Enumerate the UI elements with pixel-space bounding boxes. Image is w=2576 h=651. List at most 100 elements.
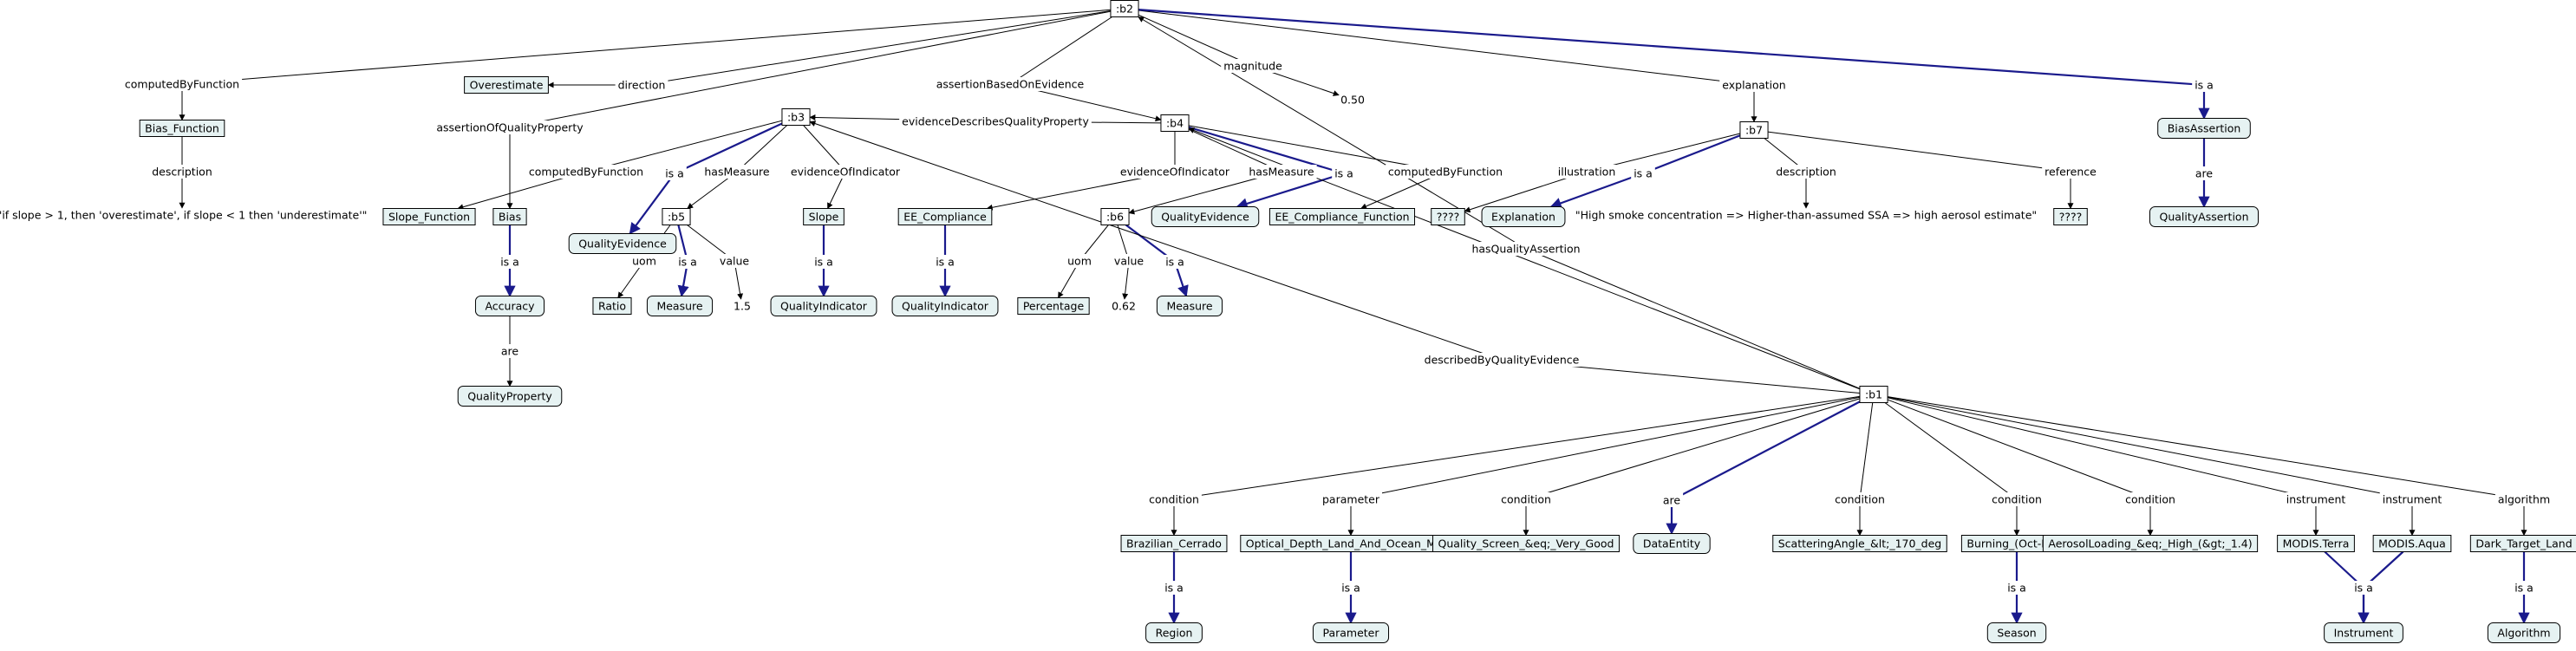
- node-percentage: Percentage: [1017, 297, 1090, 315]
- node-qualityindicator2: QualityIndicator: [891, 296, 999, 316]
- node-region: Region: [1145, 622, 1203, 643]
- edge-label-computedbyfunction: computedByFunction: [121, 77, 243, 91]
- edge-label-background: [701, 165, 773, 179]
- edge-label-text: assertionOfQualityProperty: [436, 121, 584, 134]
- edge-label-evidencedescribesqualityproperty: evidenceDescribesQualityProperty: [899, 114, 1092, 128]
- edge-label-text: condition: [2125, 493, 2175, 506]
- edge-label-direction: direction: [615, 78, 668, 92]
- node-bias-function: Bias_Function: [139, 120, 225, 137]
- edge-label-text: condition: [1992, 493, 2042, 506]
- node-brazilian-cerrado: Brazilian_Cerrado: [1120, 535, 1228, 552]
- node-label: :b3: [787, 111, 805, 124]
- edge-segment-tail: [1173, 395, 1861, 500]
- node-modis-aqua: MODIS.Aqua: [2372, 535, 2452, 552]
- edge-label-background: [2042, 165, 2099, 179]
- node-box: [1145, 622, 1203, 643]
- edge-b2-to-biasassertion: [1138, 9, 2210, 120]
- edge-label-instrument: instrument: [2283, 492, 2349, 506]
- edge-label-value: value: [1111, 254, 1147, 268]
- node-label: :b1: [1865, 388, 1882, 401]
- node-box: [382, 208, 476, 225]
- edge-label-background: [2123, 492, 2178, 506]
- edge-label-background: [1162, 581, 1186, 595]
- edge-label-text: magnitude: [1223, 60, 1282, 73]
- edge-label-assertionofqualityproperty: assertionOfQualityProperty: [434, 120, 586, 134]
- node-label: Optical_Depth_Land_And_Ocean_Mean: [1246, 537, 1456, 550]
- node-label: Slope: [809, 211, 839, 224]
- node-label: Quality_Screen_&eq;_Very_Good: [1438, 537, 1614, 550]
- edge-label-background: [1469, 242, 1583, 256]
- edge-label-is-a: is a: [2005, 581, 2029, 595]
- edge-label-background: [149, 165, 215, 179]
- edge-label-text: description: [1776, 166, 1836, 179]
- node-algorithm: Algorithm: [2487, 622, 2561, 643]
- edge-label-text: hasMeasure: [704, 166, 770, 179]
- node-label: QualityProperty: [467, 390, 552, 403]
- edge-label-text: is a: [678, 256, 697, 269]
- node-measure2: Measure: [1156, 296, 1223, 316]
- edge-label-background: [498, 255, 522, 269]
- edge-b1-to-dataentity: [1666, 400, 1861, 535]
- node-label: Season: [1997, 627, 2036, 640]
- node-label: Dark_Target_Land: [2475, 537, 2572, 550]
- edge-b1-to-quality-screen: [1523, 398, 1861, 537]
- node-box: [1268, 208, 1416, 225]
- node-slope-function: Slope_Function: [382, 208, 476, 225]
- node-scattering-angle: ScatteringAngle_&lt;_170_deg: [1772, 535, 1947, 552]
- edge-label-text: explanation: [1722, 79, 1785, 92]
- node-box: [662, 208, 691, 225]
- node-q2: ????: [2053, 208, 2088, 225]
- edge-segment-tail: [1138, 10, 1755, 86]
- edge-label-text: describedByQualityEvidence: [1425, 354, 1580, 367]
- node-ratio: Ratio: [592, 297, 632, 315]
- node-box: [803, 208, 845, 225]
- edge-label-evidenceofindicator: evidenceOfIndicator: [787, 165, 903, 179]
- node-label: Brazilian_Cerrado: [1126, 537, 1222, 550]
- edge-label-background: [498, 344, 522, 358]
- edge-label-background: [1498, 492, 1554, 506]
- edge-segment-tail: [1887, 396, 2525, 500]
- node-box: [770, 296, 877, 316]
- edge-label-background: [2494, 492, 2553, 506]
- edge-label-text: instrument: [2286, 493, 2346, 506]
- edge-label-instrument: instrument: [2379, 492, 2445, 506]
- node-box: [1151, 206, 1260, 227]
- edge-label-text: instrument: [2383, 493, 2442, 506]
- node-qualityproperty: QualityProperty: [457, 386, 563, 407]
- edge-b2-to-v050: [1138, 14, 1340, 96]
- node-label: BiasAssertion: [2168, 122, 2241, 135]
- node-box: [1110, 0, 1139, 17]
- node-explanation-cls: Explanation: [1481, 206, 1566, 227]
- node-slope: Slope: [803, 208, 845, 225]
- edge-label-condition: condition: [1832, 492, 1888, 506]
- edge-label-is-a: is a: [675, 255, 700, 269]
- edge-label-background: [1555, 165, 1619, 179]
- edge-b2-to-bias: [506, 10, 1112, 210]
- node-box: [1859, 386, 1888, 403]
- node-label: :b7: [1745, 124, 1763, 137]
- edge-b2-to-b4: [1009, 16, 1162, 122]
- node-box: [568, 233, 677, 254]
- node-box: [2372, 535, 2452, 552]
- node-box: [1120, 535, 1228, 552]
- edge-label-description: description: [1773, 165, 1839, 179]
- node-box: [464, 76, 549, 94]
- node-v050: 0.50: [1340, 94, 1365, 107]
- node-label: 0.50: [1340, 94, 1365, 107]
- node-label: DataEntity: [1643, 537, 1701, 550]
- edge-label-hasqualityassertion: hasQualityAssertion: [1469, 242, 1583, 256]
- edge-label-background: [2192, 166, 2216, 180]
- edge-label-background: [2512, 581, 2536, 595]
- edge-b1-to-scattering-angle: [1856, 402, 1874, 537]
- edge-label-text: is a: [2514, 582, 2534, 595]
- edge-label-text: computedByFunction: [529, 166, 643, 179]
- node-measure1: Measure: [646, 296, 714, 316]
- edge-label-background: [1117, 165, 1233, 179]
- edge-label-text: evidenceOfIndicator: [1120, 166, 1230, 179]
- edge-label-background: [933, 77, 1087, 91]
- edge-label-background: [2005, 581, 2029, 595]
- edge-label-text: is a: [936, 256, 955, 269]
- edge-label-is-a: is a: [662, 166, 687, 180]
- edge-label-background: [2351, 581, 2376, 595]
